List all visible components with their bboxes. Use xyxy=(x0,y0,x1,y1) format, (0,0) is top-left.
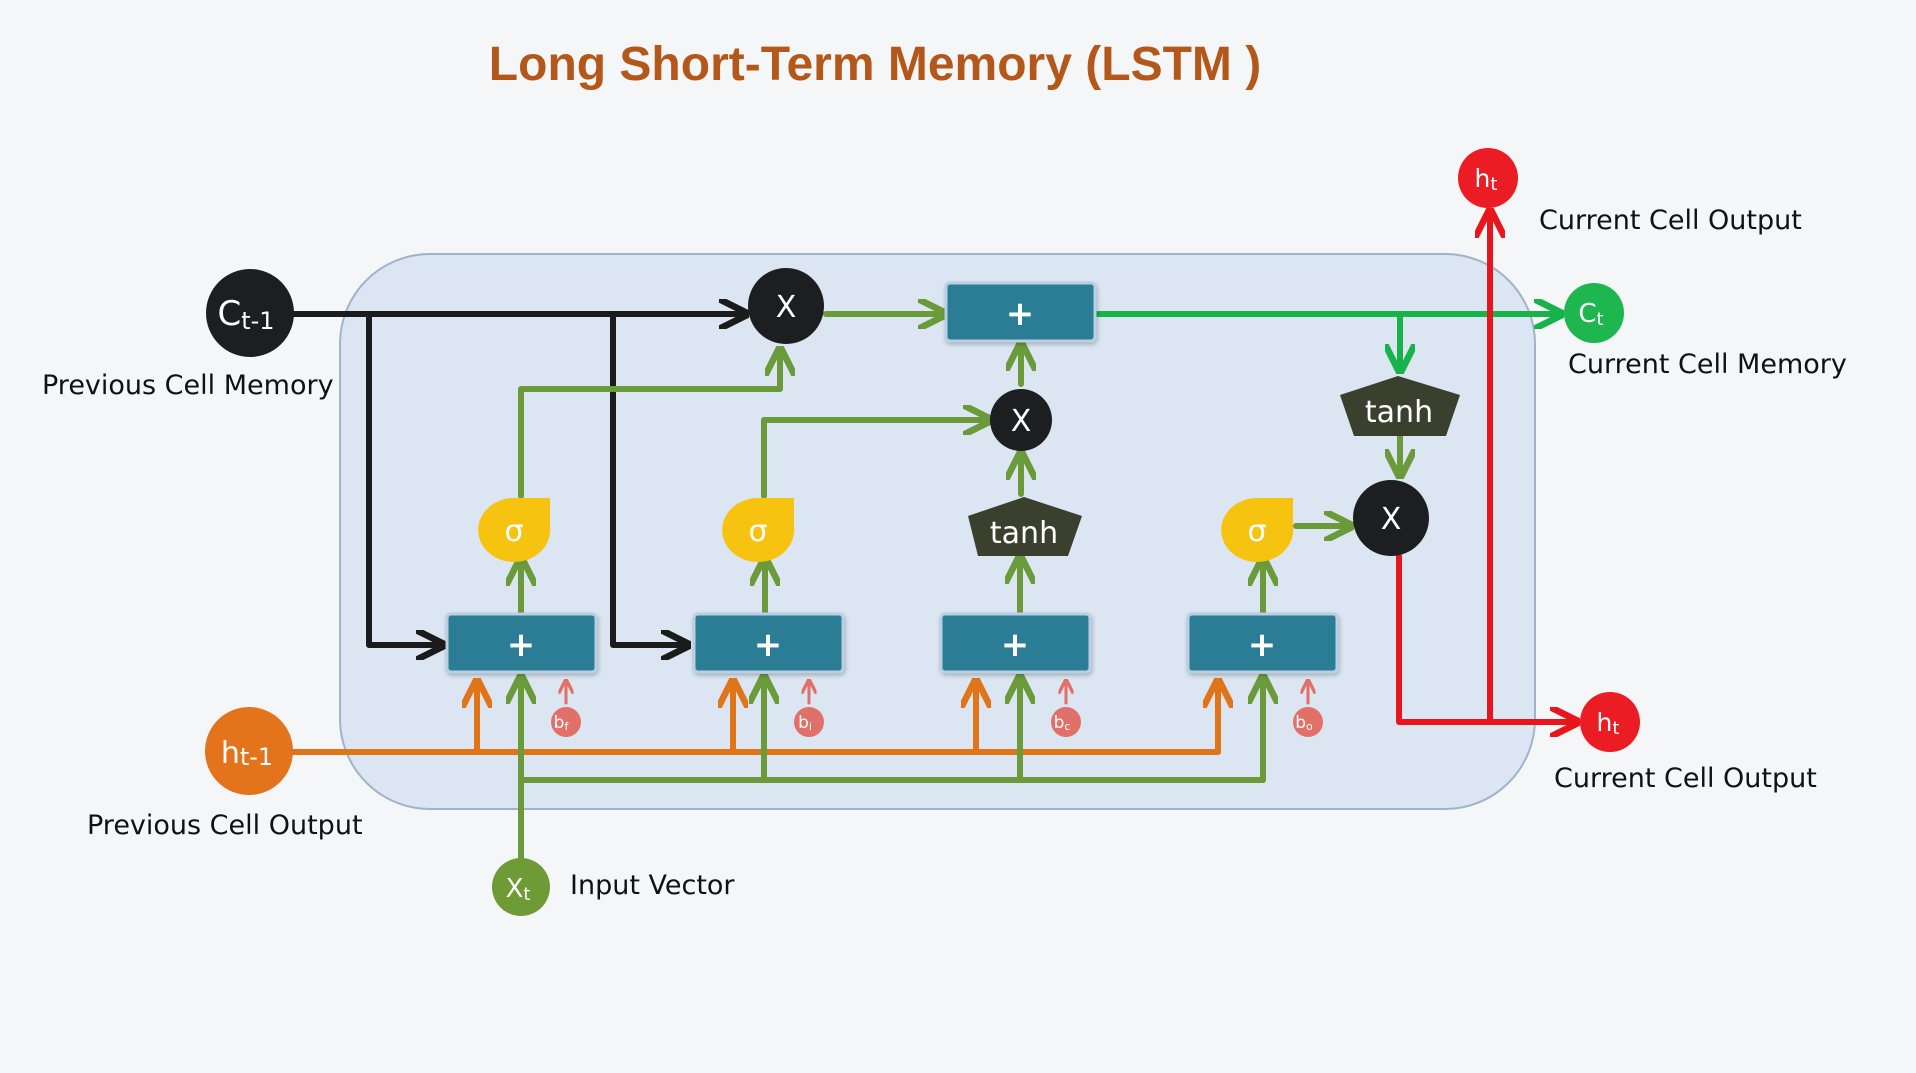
arrow-input-gate-to-multiply xyxy=(761,420,987,499)
sigma-symbol: σ xyxy=(1247,514,1266,549)
sum-box-input: + xyxy=(692,612,845,674)
multiply-output: X xyxy=(1353,480,1429,556)
sum-box-candidate: + xyxy=(939,612,1092,674)
svg-text:Ct-1: Ct-1 xyxy=(217,294,274,335)
arrow-cprev-to-forget-sum xyxy=(366,311,440,645)
plus-symbol: + xyxy=(1006,294,1035,334)
tanh-cell-state: tanh xyxy=(1340,376,1460,436)
plus-symbol: + xyxy=(507,625,536,665)
multiply-symbol: X xyxy=(776,290,797,325)
label-previous-cell-memory: Previous Cell Memory xyxy=(42,370,334,401)
sigmoid-output-gate: σ xyxy=(1221,498,1294,562)
label-current-cell-output-right: Current Cell Output xyxy=(1554,763,1817,794)
bias-candidate: bc xyxy=(1051,707,1081,737)
arrow-forget-gate-to-multiply xyxy=(518,352,780,499)
svg-text:bo: bo xyxy=(1295,713,1313,733)
bias-output: bo xyxy=(1293,707,1323,737)
diagram-title: Long Short-Term Memory (LSTM ) xyxy=(489,38,1261,91)
sum-box-output: + xyxy=(1186,612,1339,674)
svg-text:Xt: Xt xyxy=(506,874,531,905)
multiply-symbol: X xyxy=(1011,404,1032,439)
node-h-t-right: ht xyxy=(1580,692,1640,752)
plus-symbol: + xyxy=(754,625,783,665)
plus-symbol: + xyxy=(1001,625,1030,665)
multiply-input: X xyxy=(990,389,1052,451)
sum-box-forget: + xyxy=(445,612,598,674)
bias-input: bi xyxy=(794,707,824,737)
svg-text:ht: ht xyxy=(1597,708,1620,739)
arrow-output-multiply-to-ht xyxy=(1396,553,1574,722)
tanh-candidate: tanh xyxy=(968,497,1082,556)
arrows-layer xyxy=(287,214,1574,865)
svg-text:ht: ht xyxy=(1475,164,1498,195)
label-current-cell-output-top: Current Cell Output xyxy=(1539,205,1802,236)
node-c-prev: Ct-1 xyxy=(206,269,294,357)
svg-text:Ct: Ct xyxy=(1578,299,1603,330)
node-h-t-top: ht xyxy=(1458,148,1518,208)
svg-text:bc: bc xyxy=(1054,713,1071,733)
svg-text:bf: bf xyxy=(554,713,570,733)
label-current-cell-memory: Current Cell Memory xyxy=(1568,349,1847,380)
tanh-label: tanh xyxy=(990,516,1058,551)
bias-forget: bf xyxy=(551,707,581,737)
sigma-symbol: σ xyxy=(748,514,767,549)
arrow-cprev-to-input-sum xyxy=(610,311,685,645)
multiply-symbol: X xyxy=(1381,502,1402,537)
node-x-t: Xt xyxy=(492,858,550,916)
sigmoid-forget-gate: σ xyxy=(478,498,551,562)
label-previous-cell-output: Previous Cell Output xyxy=(87,810,363,841)
node-h-prev: ht-1 xyxy=(205,707,293,795)
cell-state-sum-box: + xyxy=(944,281,1097,343)
sigmoid-input-gate: σ xyxy=(722,498,795,562)
svg-text:bi: bi xyxy=(798,713,812,733)
node-c-t: Ct xyxy=(1564,283,1624,343)
multiply-forget: X xyxy=(748,268,824,344)
sigma-symbol: σ xyxy=(504,514,523,549)
svg-text:ht-1: ht-1 xyxy=(221,736,273,771)
plus-symbol: + xyxy=(1248,625,1277,665)
tanh-label: tanh xyxy=(1365,395,1433,430)
label-input-vector: Input Vector xyxy=(570,870,735,901)
